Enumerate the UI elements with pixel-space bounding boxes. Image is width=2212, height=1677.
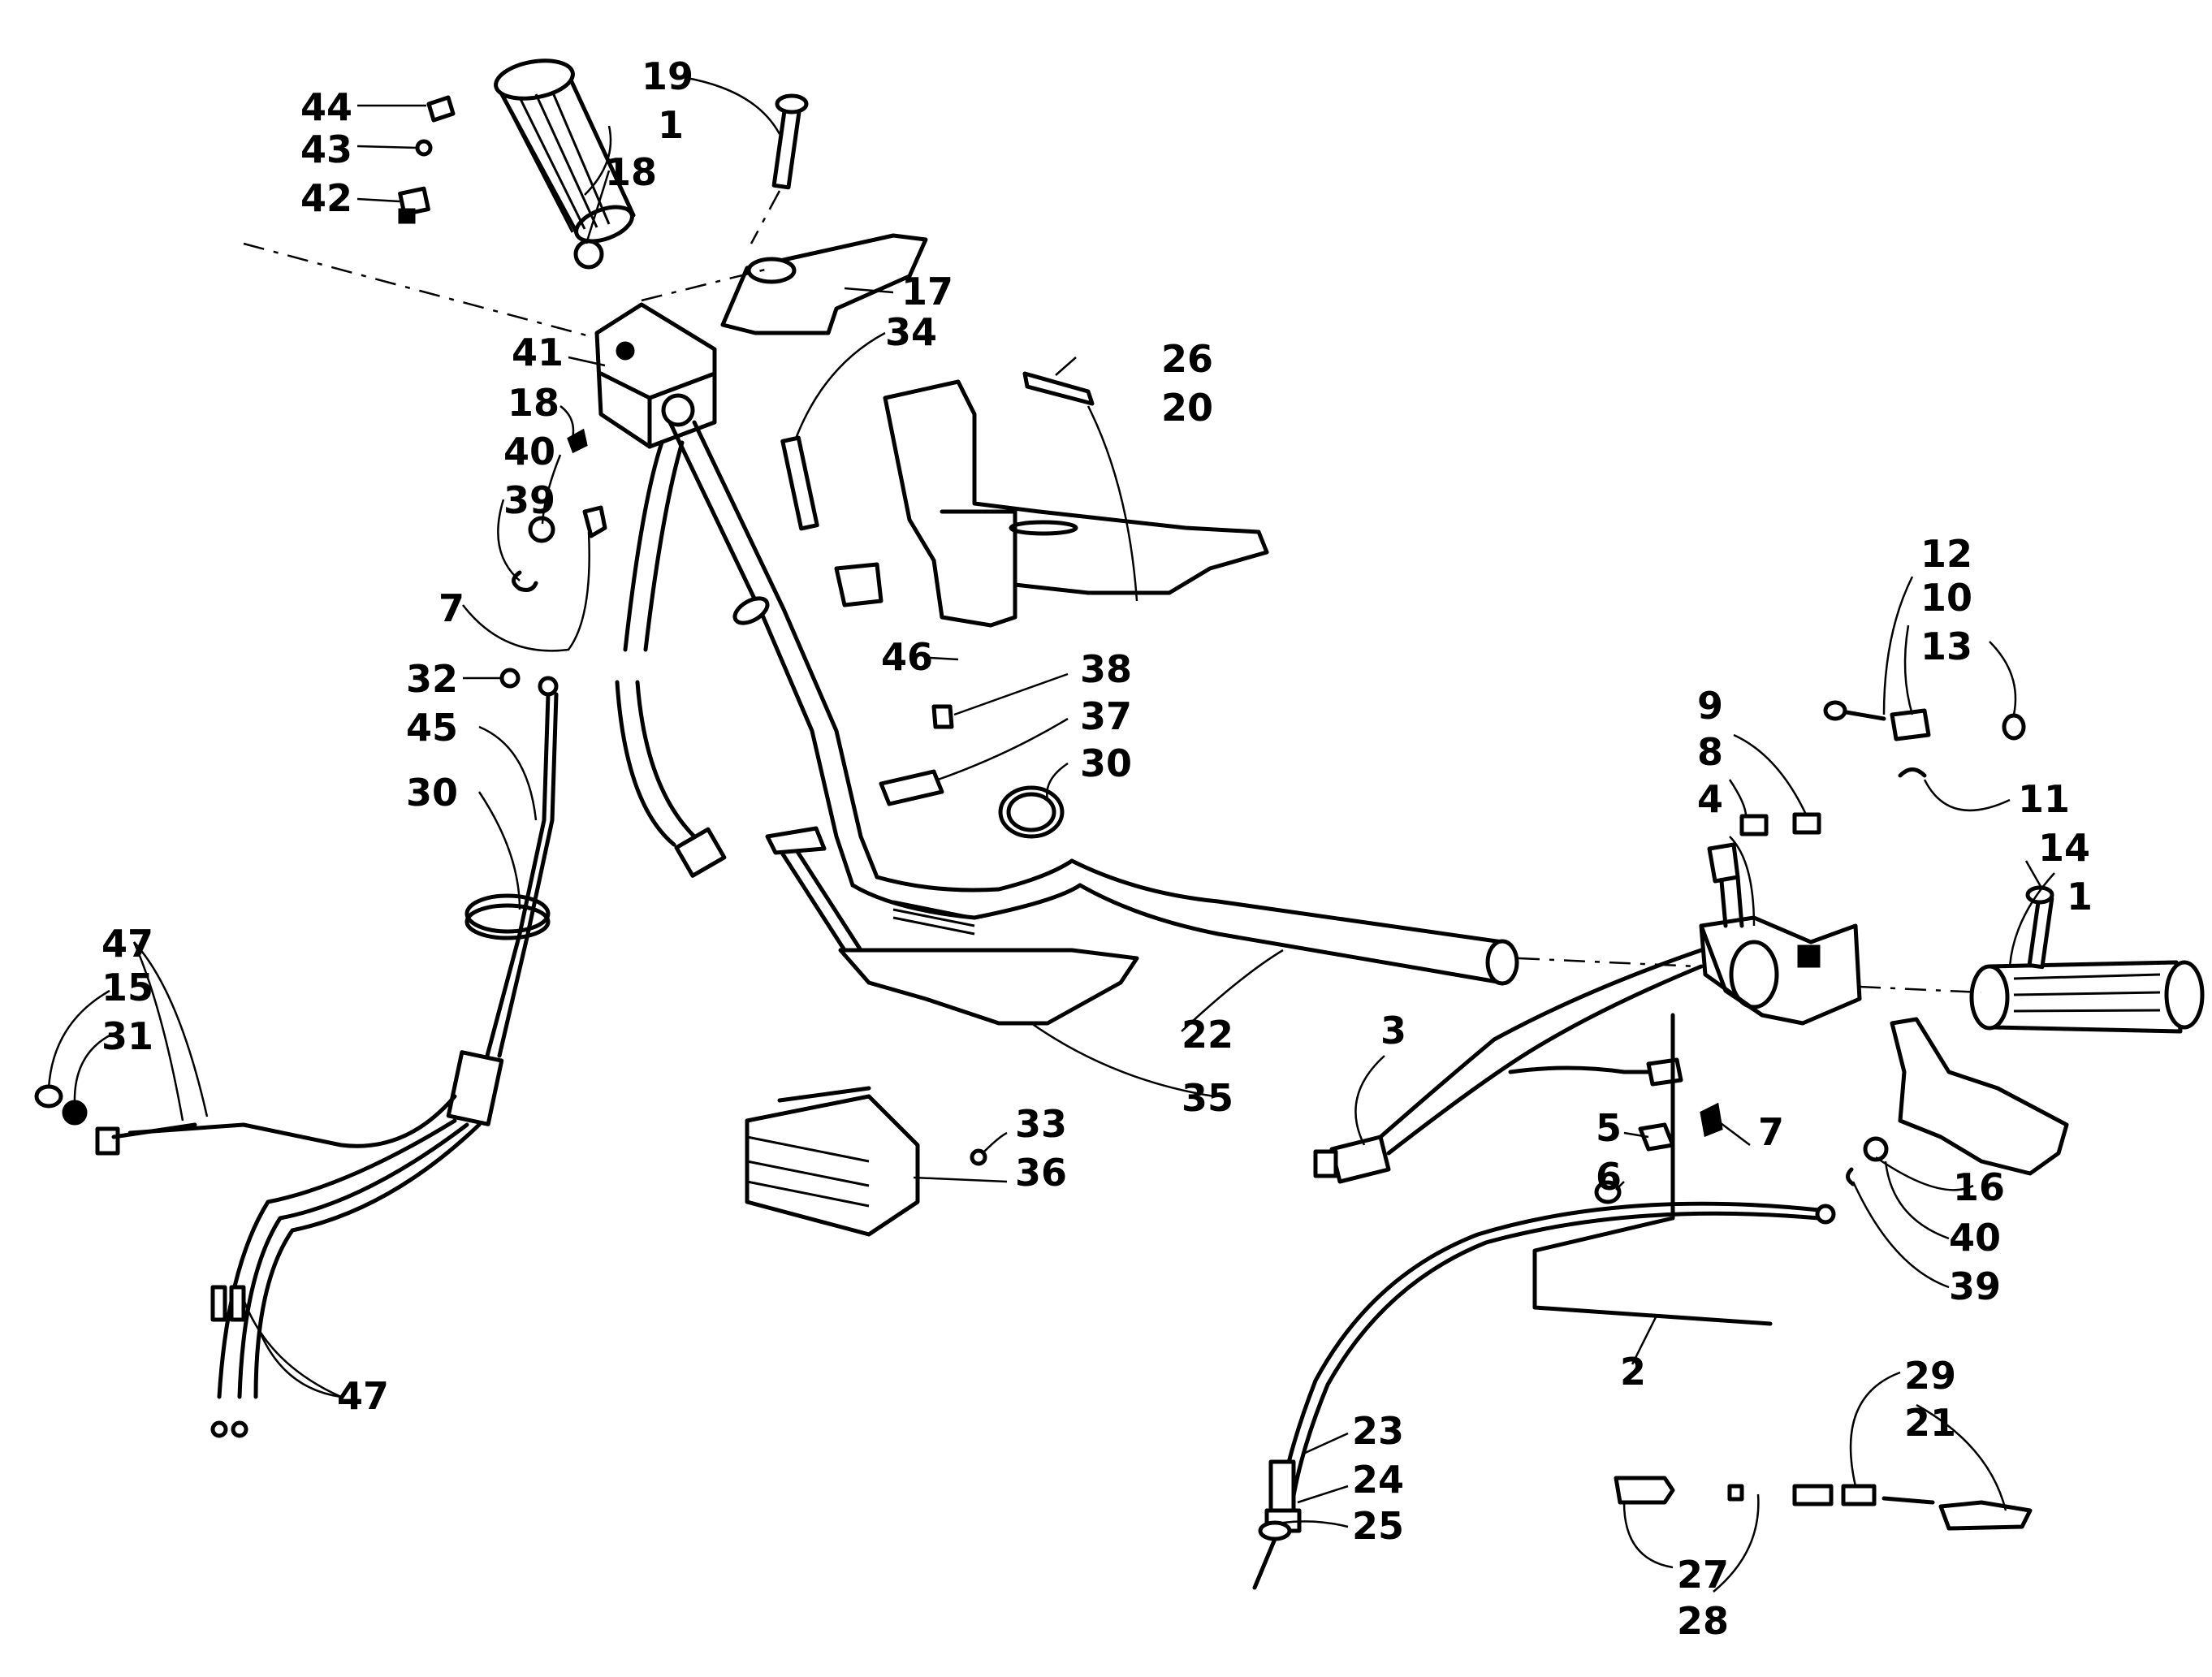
callout-24: 24	[1352, 1458, 1404, 1502]
right-grip	[1969, 885, 2205, 1034]
callout-1-left: 1	[658, 103, 684, 147]
cable-end-hardware	[34, 1084, 197, 1156]
callout-13: 13	[1920, 625, 1972, 668]
callout-17: 17	[901, 270, 953, 313]
callout-29: 29	[1904, 1354, 1956, 1398]
callout-12: 12	[1920, 532, 1972, 576]
throttle-cable-23	[1252, 1201, 1836, 1590]
bolt-19	[771, 93, 809, 190]
left-grip	[494, 58, 636, 244]
right-small-parts	[1739, 700, 2026, 836]
callout-19: 19	[642, 54, 693, 98]
callout-46: 46	[881, 635, 933, 679]
callout-30-left: 30	[406, 771, 458, 815]
callout-21: 21	[1904, 1401, 1956, 1445]
callout-36: 36	[1015, 1151, 1067, 1195]
left-cable-bundle	[127, 668, 559, 1438]
upper-left-hardware	[398, 95, 456, 224]
decal-2	[1532, 1013, 1773, 1326]
callout-27: 27	[1677, 1553, 1729, 1597]
callout-40-left: 40	[503, 430, 555, 473]
callout-43: 43	[300, 128, 352, 171]
callout-47-upper: 47	[102, 922, 153, 966]
callout-40-right: 40	[1949, 1216, 2001, 1260]
callout-8: 8	[1697, 730, 1723, 774]
plate-37-screw-38	[879, 704, 1065, 839]
throttle-lever-16	[1846, 1017, 2069, 1186]
vent-box-36	[745, 1086, 987, 1237]
callout-47-lower: 47	[337, 1374, 389, 1418]
callout-3: 3	[1380, 1009, 1406, 1052]
callout-labels: 44 43 42 1 18 19 17 34 41 18 40 39 7 26 …	[102, 54, 2093, 1643]
callout-30-right: 30	[1080, 741, 1132, 785]
callout-35: 35	[1182, 1076, 1233, 1120]
callout-10: 10	[1920, 576, 1972, 620]
right-lower-hardware	[1594, 1102, 1723, 1204]
callout-44: 44	[300, 85, 352, 129]
kill-switch-34	[780, 435, 884, 607]
callout-2: 2	[1620, 1350, 1646, 1394]
centerline-left-grip	[243, 242, 594, 339]
callout-32: 32	[406, 657, 458, 701]
centerline-bolt	[750, 190, 781, 244]
callout-22: 22	[1182, 1013, 1233, 1057]
callout-9: 9	[1697, 684, 1723, 728]
brake-lever-17	[720, 233, 928, 335]
callout-20: 20	[1161, 386, 1213, 430]
callout-38: 38	[1080, 647, 1132, 691]
callout-34: 34	[885, 310, 937, 354]
callout-5: 5	[1596, 1106, 1622, 1150]
callout-25: 25	[1352, 1504, 1404, 1548]
callout-42: 42	[300, 176, 352, 220]
left-clamp-30	[464, 893, 551, 940]
callout-23: 23	[1352, 1409, 1404, 1453]
callout-4: 4	[1697, 777, 1723, 821]
callout-33: 33	[1015, 1102, 1067, 1146]
leader-lines	[47, 76, 2055, 1593]
callout-31: 31	[102, 1014, 153, 1058]
hand-guard-20	[883, 379, 1269, 628]
centerline-handlebar	[1518, 957, 1698, 968]
callout-15: 15	[102, 966, 153, 1009]
callout-16: 16	[1953, 1165, 2005, 1209]
callout-6: 6	[1596, 1155, 1622, 1199]
callout-1-right: 1	[2067, 875, 2093, 918]
callout-7-right: 7	[1758, 1110, 1784, 1154]
callout-18-lower: 18	[508, 381, 559, 425]
callout-41: 41	[512, 331, 564, 374]
callout-39-right: 39	[1949, 1264, 2001, 1308]
handlebar-bracket-35	[765, 826, 1139, 1026]
callout-45: 45	[406, 706, 458, 750]
right-switch-cable-3	[1313, 948, 1704, 1184]
centerline-right-grip	[1859, 985, 1982, 994]
callout-7-left: 7	[439, 586, 464, 630]
callout-18-upper: 18	[605, 150, 657, 194]
callout-37: 37	[1080, 694, 1132, 738]
callout-39-left: 39	[503, 478, 555, 522]
right-switch-housing-4	[1699, 842, 1862, 1026]
handlebar-22	[667, 420, 1519, 986]
callout-14: 14	[2038, 826, 2090, 870]
callout-28: 28	[1677, 1599, 1729, 1643]
callout-26: 26	[1161, 337, 1213, 381]
centerline-lever	[641, 266, 772, 302]
left-switch-housing-41	[567, 239, 717, 454]
lower-right-hardware	[1614, 1476, 2033, 1531]
left-throttle-cable	[615, 440, 727, 878]
pad-bar-26	[1022, 371, 1095, 406]
callout-11: 11	[2018, 777, 2070, 821]
